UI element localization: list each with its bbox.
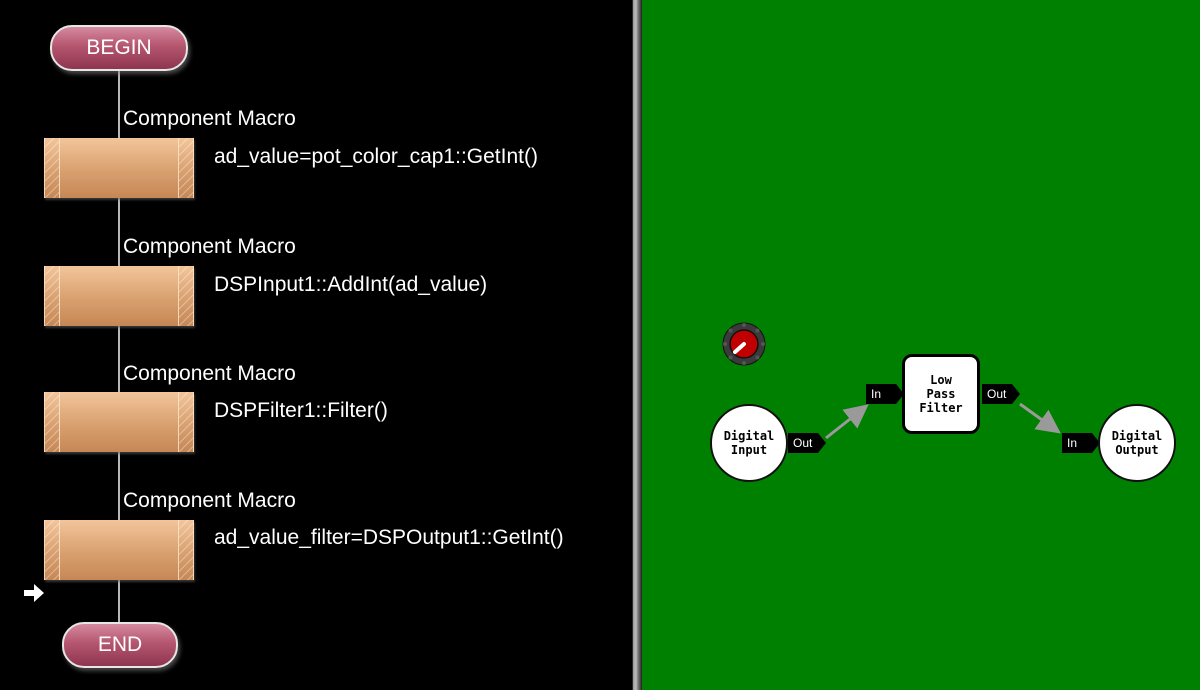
macro-code: ad_value=pot_color_cap1::GetInt() bbox=[214, 145, 538, 168]
component-macro-block[interactable] bbox=[44, 520, 194, 580]
pin-label: In bbox=[866, 384, 896, 404]
macro-code: DSPInput1::AddInt(ad_value) bbox=[214, 273, 488, 296]
macro-code: DSPFilter1::Filter() bbox=[214, 399, 388, 422]
pin-label: In bbox=[1062, 433, 1092, 453]
filter-in-pin[interactable]: In bbox=[866, 384, 904, 404]
pin-label: Out bbox=[788, 433, 818, 453]
flow-connector bbox=[118, 66, 120, 140]
pin-label: Out bbox=[982, 384, 1012, 404]
flow-connector bbox=[118, 580, 120, 626]
macro-title: Component Macro bbox=[123, 489, 296, 512]
digital-input-component[interactable]: Digital Input bbox=[710, 404, 788, 482]
flow-connector bbox=[118, 198, 120, 268]
digital-output-in-pin[interactable]: In bbox=[1062, 433, 1100, 453]
macro-title: Component Macro bbox=[123, 107, 296, 130]
flowchart-panel: BEGIN Component Macro ad_value=pot_color… bbox=[24, 25, 564, 668]
filter-out-pin[interactable]: Out bbox=[982, 384, 1020, 404]
flow-connector bbox=[118, 326, 120, 396]
macro-title: Component Macro bbox=[123, 362, 296, 385]
flow-connector bbox=[118, 452, 120, 522]
end-terminal[interactable]: END bbox=[62, 622, 178, 668]
digital-output-component[interactable]: Digital Output bbox=[1098, 404, 1176, 482]
component-macro-block[interactable] bbox=[44, 392, 194, 452]
component-macro-block[interactable] bbox=[44, 138, 194, 198]
component-macro-block[interactable] bbox=[44, 266, 194, 326]
digital-input-out-pin[interactable]: Out bbox=[788, 433, 826, 453]
macro-title: Component Macro bbox=[123, 235, 296, 258]
panel-splitter[interactable] bbox=[632, 0, 642, 690]
low-pass-filter-component[interactable]: Low Pass Filter bbox=[902, 354, 980, 434]
potentiometer-knob-icon[interactable] bbox=[722, 322, 766, 366]
macro-code: ad_value_filter=DSPOutput1::GetInt() bbox=[214, 526, 564, 549]
begin-terminal[interactable]: BEGIN bbox=[50, 25, 188, 71]
execution-arrow-icon bbox=[24, 584, 44, 602]
